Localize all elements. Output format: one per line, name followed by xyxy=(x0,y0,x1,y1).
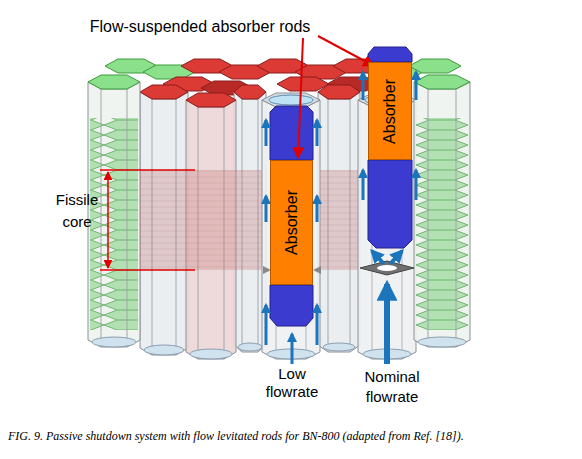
assembly-wall xyxy=(318,92,360,352)
flow-arrow xyxy=(265,196,268,222)
assembly-foot xyxy=(190,349,232,359)
figure-caption: FIG. 9. Passive shutdown system with flo… xyxy=(8,429,464,444)
assembly-top xyxy=(140,85,188,99)
assembly-top xyxy=(318,85,360,99)
assembly-top xyxy=(262,93,320,107)
assembly-foot xyxy=(238,343,262,351)
flow-arrow xyxy=(415,170,418,200)
fissile-core-band xyxy=(140,170,262,270)
core-bracket xyxy=(107,172,109,268)
assembly-top xyxy=(414,75,470,89)
flow-arrow xyxy=(316,120,319,146)
fuel-assembly-wall xyxy=(414,82,470,347)
assembly-edge xyxy=(127,89,128,347)
flow-arrow xyxy=(316,305,319,345)
fuel-pin-hatching xyxy=(416,118,468,330)
flow-arrow xyxy=(316,196,319,222)
channel-opening xyxy=(269,95,313,105)
annotation-label: Low flowrate xyxy=(257,365,327,401)
orifice-mark xyxy=(313,266,321,274)
fuel-assembly-wall xyxy=(88,82,140,347)
absorber-segment: Absorber xyxy=(270,160,313,285)
assembly-edge xyxy=(428,89,429,347)
core-bracket xyxy=(100,269,195,271)
rod-channel-wall xyxy=(262,100,320,359)
flow-arrow xyxy=(362,170,365,200)
callout-leader xyxy=(318,36,374,66)
flow-arrow xyxy=(265,305,268,345)
flow-arrow xyxy=(415,72,418,100)
fissile-core-band xyxy=(320,170,358,270)
annotation-label: Fissile core xyxy=(46,189,108,233)
nominal-flow-arrow xyxy=(384,284,390,364)
rod-end-cap xyxy=(270,285,313,326)
absorber-label: Absorber xyxy=(381,79,399,144)
assembly-top xyxy=(234,85,266,99)
annotation-label: Nominal flowrate xyxy=(352,367,432,406)
rod-end-cap xyxy=(368,160,412,248)
assembly-edge xyxy=(101,89,102,347)
flow-arrow xyxy=(372,251,384,264)
flow-arrow xyxy=(265,120,268,146)
fuel-pin-hatching xyxy=(90,118,138,330)
low-flow-arrow xyxy=(291,334,294,364)
assembly-foot xyxy=(92,337,136,347)
callout-label: Flow-suspended absorber rods xyxy=(70,17,330,36)
assembly-foot xyxy=(144,345,184,355)
flow-arrow xyxy=(390,251,402,264)
assembly-foot xyxy=(418,337,466,347)
absorber-segment: Absorber xyxy=(368,62,412,160)
rod-end-cap xyxy=(368,47,412,62)
assembly-foot xyxy=(323,343,355,351)
assembly-top xyxy=(88,75,140,89)
callout-leader xyxy=(298,38,303,158)
orifice-plate xyxy=(360,261,414,275)
assembly-edge xyxy=(456,89,457,347)
absorber-label: Absorber xyxy=(283,190,301,255)
assembly-top xyxy=(186,93,236,107)
flow-arrow xyxy=(362,72,365,100)
assembly-top xyxy=(409,59,461,73)
orifice-hole xyxy=(377,265,397,271)
rod-end-cap xyxy=(270,106,313,160)
assembly-top xyxy=(277,77,329,91)
core-bracket xyxy=(100,169,195,171)
